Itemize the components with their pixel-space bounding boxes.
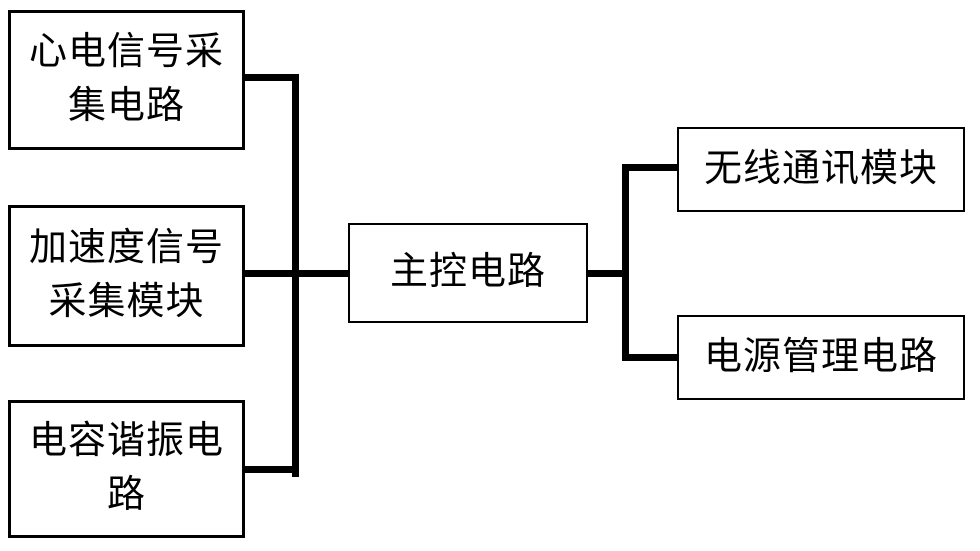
node-label-line: 电容谐振电 xyxy=(28,420,224,463)
connector-bus-to-power xyxy=(622,354,677,361)
node-label-line: 路 xyxy=(106,474,146,516)
node-main-control-circuit: 主控电路 xyxy=(348,223,588,323)
connector-left-vertical-bus xyxy=(292,74,299,477)
node-label-line: 电源管理电路 xyxy=(703,335,938,378)
node-label-line: 加速度信号 xyxy=(28,227,224,270)
node-capacitive-resonance-circuit: 电容谐振电 路 xyxy=(8,400,245,538)
node-wireless-communication-module: 无线通讯模块 xyxy=(677,127,965,212)
connector-ecg-to-bus xyxy=(245,74,295,81)
connector-cap-to-bus xyxy=(245,466,299,473)
node-label-line: 主控电路 xyxy=(389,251,546,294)
node-acceleration-signal-acquisition-module: 加速度信号 采集模块 xyxy=(8,205,245,347)
node-label-line: 心电信号采 xyxy=(28,31,224,74)
node-label-line: 采集模块 xyxy=(48,281,205,323)
node-label-line: 集电路 xyxy=(67,85,185,127)
node-power-management-circuit: 电源管理电路 xyxy=(677,315,965,400)
node-label-line: 无线通讯模块 xyxy=(703,147,938,190)
node-ecg-signal-acquisition-circuit: 心电信号采 集电路 xyxy=(8,10,245,150)
connector-right-vertical-bus xyxy=(622,164,629,361)
connector-main-to-right-bus xyxy=(588,270,629,277)
connector-bus-to-wireless xyxy=(622,164,677,171)
